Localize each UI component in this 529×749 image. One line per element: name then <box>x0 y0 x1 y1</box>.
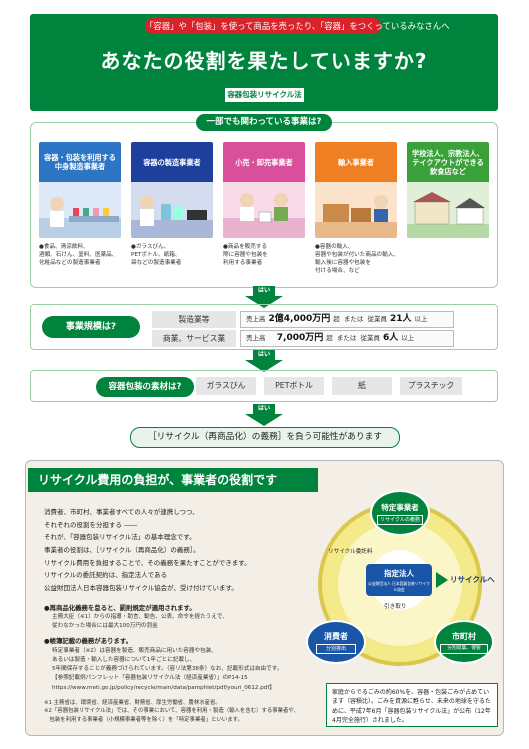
node-label: 指定法人 <box>384 569 414 578</box>
yes-arrow: はい <box>245 404 283 426</box>
node-role: 公益財団法人 日本容器包装リサイクル協会 <box>368 581 430 592</box>
node-role: 分別排出 <box>316 644 356 654</box>
business-card-content-manufacturer: 容器・包装を利用する中身製造事業者 <box>39 142 121 238</box>
factory-worker-illustration <box>39 182 121 238</box>
business-question-pill: 一部でも関わっている事業は? <box>196 114 332 131</box>
note-line: 容器や包装が付いた商品の輸入、 <box>315 252 399 259</box>
material-plastic: プラスチック <box>400 377 462 395</box>
node-label: 市町村 <box>452 632 476 641</box>
business-card-title: 輸入事業者 <box>315 142 397 182</box>
yes-arrow: はい <box>245 350 283 372</box>
body-line: 事業者の役割は、［リサイクル（再商品化）の義務］。 <box>44 546 200 555</box>
note-line: ●容器の輸入、 <box>315 244 354 250</box>
body-line: 公益財団法人日本容器包装リサイクル協会が、受け付けています。 <box>44 584 238 593</box>
ledger-url[interactable]: https://www.meti.go.jp/policy/recycle/ma… <box>52 684 275 691</box>
background-note-box: 家庭からでるごみの約60%を、容器・包装ごみが占めています（容積比）。ごみを資源… <box>326 683 498 727</box>
recycling-cycle-diagram: 特定事業者 リサイクルの義務 指定法人 公益財団法人 日本容器包装リサイクル協会… <box>306 488 500 678</box>
pickup-label: 引き取り <box>384 604 407 610</box>
body-line: リサイクルの委託契約は、指定法人である <box>44 571 168 580</box>
material-pet-bottle: PETボトル <box>264 377 324 395</box>
scale-category-manufacturing: 製造業等 <box>152 311 236 328</box>
note-line: 袋などの製造事業者 <box>131 260 182 267</box>
note-line: 際に容器や包装を <box>223 252 268 259</box>
body-line: 消費者、市町村、事業者すべての人々が連携しつつ、 <box>44 508 199 516</box>
business-card-title: 小売・卸売事業者 <box>223 142 305 182</box>
business-note-container-manufacturer: ●ガラスびん、 PETボトル、紙箱、 袋などの製造事業者 <box>131 243 219 267</box>
cost-burden-heading: リサイクル費用の負担が、事業者の役割です <box>28 468 318 492</box>
business-note-content-manufacturer: ●食品、清涼飲料、 酒類、石けん、塗料、医薬品、 化粧品などの製造事業者 <box>39 243 127 267</box>
business-card-title: 容器の製造事業者 <box>131 142 213 182</box>
body-line: それぞれの役割を分担する ―― <box>44 520 138 529</box>
material-paper: 紙 <box>332 377 392 395</box>
scale-category-commerce: 商業、サービス業 <box>152 330 236 347</box>
note-line: PETボトル、紙箱、 <box>131 252 181 259</box>
note-line: 利用する事業者 <box>223 260 263 267</box>
note-line: 化粧品などの製造事業者 <box>39 260 101 267</box>
node-role: リサイクルの義務 <box>377 515 423 525</box>
municipality-node: 市町村 分別収集、保管 <box>434 620 494 664</box>
business-card-other-organizations: 学校法人、宗教法人、テイクアウトができる飲食店など <box>407 142 489 238</box>
consumer-node: 消費者 分別排出 <box>306 620 366 664</box>
penalty-detail: 従わなかった場合には最大100万円の罰金 <box>52 623 158 630</box>
penalty-detail: 主務大臣（※1）からの指導・助言、勧告、公表、命令を経たうえで、 <box>52 613 228 620</box>
note-line: 付ける場合、など <box>315 268 360 275</box>
business-note-importer: ●容器の輸入、 容器や包装が付いた商品の輸入、 輸入後に容器や包装を 付ける場合… <box>315 243 425 275</box>
footnote: ※1 主務省は、環境省、経済産業省、財務省、厚生労働省、農林水産省。 <box>44 699 221 706</box>
specified-business-node: 特定事業者 リサイクルの義務 <box>370 490 430 536</box>
business-card-importer: 輸入事業者 <box>315 142 397 238</box>
penalty-bullet: ●再商品化義務を怠ると、罰則規定が適用されます。 <box>44 603 196 612</box>
material-box <box>30 370 498 402</box>
header-target-audience: 「容器」や「包装」を使って商品を売ったり、「容器」をつくっているみなさんへ <box>145 18 450 34</box>
note-line: 輸入後に容器や包装を <box>315 260 371 267</box>
ledger-detail: あるいは製造・輸入した容器について1年ごとに記載し、 <box>52 656 196 663</box>
footnote: ※2「容器包装リサイクル法」では、その事業において、容器を利用・製造（輸入を含む… <box>44 708 300 715</box>
law-name-tag: 容器包装リサイクル法 <box>225 88 304 102</box>
business-type-section: 一部でも関わっている事業は? 容器・包装を利用する中身製造事業者 容器の製造事業… <box>30 114 498 288</box>
ledger-detail: 特定事業者（※2）は容器を製造、販売商品に用いた容器や包装、 <box>52 647 217 654</box>
fee-label: リサイクル委託料 <box>328 549 373 555</box>
to-recycle-arrow <box>436 572 454 588</box>
footnote: 包装を利用する事業者（小規模事業者等を除く）を「特定事業者」といいます。 <box>44 717 243 724</box>
container-factory-illustration <box>131 182 213 238</box>
material-glass-bottle: ガラスびん <box>196 377 256 395</box>
node-label: 特定事業者 <box>381 503 419 512</box>
ledger-detail: 5年間保存することが義務づけられています。（容リ法第38条）なお、記載形式は自由… <box>52 666 283 673</box>
note-line: ●食品、清涼飲料、 <box>39 244 89 250</box>
recycling-obligation-banner: ［リサイクル（再商品化）の義務］を負う可能性があります <box>130 427 400 448</box>
body-line: それが、「容器包装リサイクル法」の基本理念です。 <box>44 533 196 542</box>
page-title: あなたの役割を果たしていますか? <box>100 49 428 73</box>
material-question: 容器包装の素材は? <box>96 377 194 397</box>
business-scale-box <box>30 304 498 350</box>
note-line: ●ガラスびん、 <box>131 244 170 250</box>
business-note-retailer: ●商品を販売する 際に容器や包装を 利用する事業者 <box>223 243 311 267</box>
business-card-title: 容器・包装を利用する中身製造事業者 <box>39 142 121 182</box>
header-banner: 「容器」や「包装」を使って商品を売ったり、「容器」をつくっているみなさんへ あな… <box>30 14 498 111</box>
note-line: ●商品を販売する <box>223 244 268 250</box>
school-temple-illustration <box>407 182 489 238</box>
business-card-container-manufacturer: 容器の製造事業者 <box>131 142 213 238</box>
ledger-bullet: ●帳簿記載の義務があります。 <box>44 637 133 646</box>
note-line: 酒類、石けん、塗料、医薬品、 <box>39 252 118 259</box>
import-cargo-illustration <box>315 182 397 238</box>
node-label: 消費者 <box>324 632 348 641</box>
business-scale-question: 事業規模は? <box>42 316 140 338</box>
ledger-detail: 【参照記載例パンフレット「容器包装リサイクル法（経済産業省）」のP14-15 <box>52 675 248 682</box>
shop-counter-illustration <box>223 182 305 238</box>
body-line: リサイクル費用を負担することで、その義務を果たすことができます。 <box>44 558 251 567</box>
designated-corporation-node: 指定法人 公益財団法人 日本容器包装リサイクル協会 <box>366 564 432 596</box>
business-card-title: 学校法人、宗教法人、テイクアウトができる飲食店など <box>407 142 489 182</box>
cost-burden-body: 消費者、市町村、事業者すべての人々が連携しつつ、 それぞれの役割を分担する ――… <box>44 506 304 725</box>
business-card-retailer: 小売・卸売事業者 <box>223 142 305 238</box>
to-recycle-label: リサイクルへ <box>450 575 495 584</box>
node-role: 分別収集、保管 <box>440 644 488 654</box>
yes-arrow: はい <box>245 286 283 308</box>
